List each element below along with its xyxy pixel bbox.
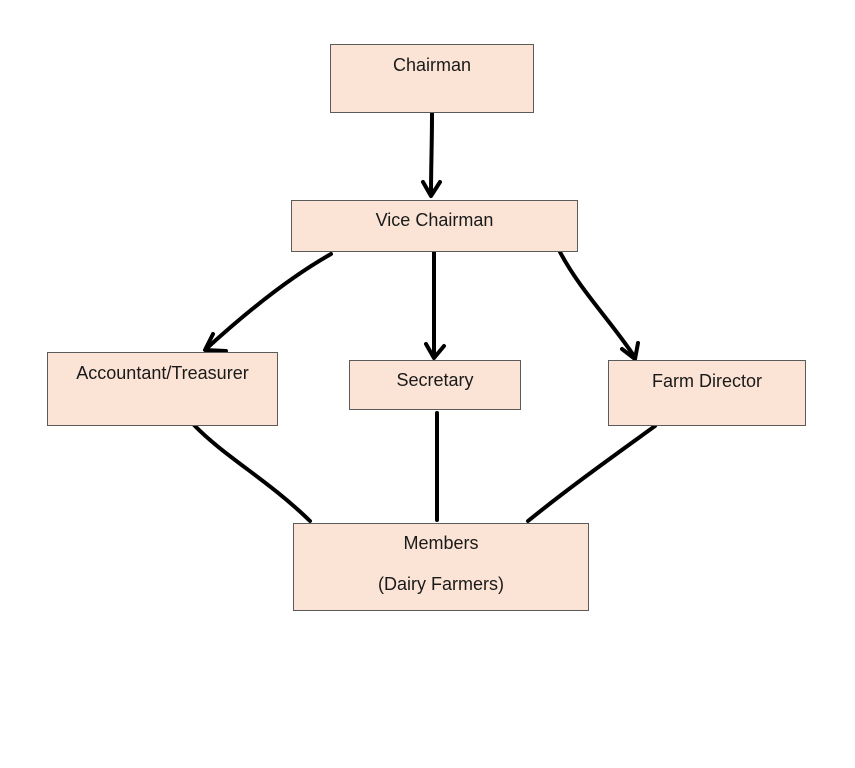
node-vice-chairman-label: Vice Chairman [375, 210, 494, 230]
arrowhead-accountant [203, 332, 228, 353]
node-members-sublabel: (Dairy Farmers) [378, 573, 504, 594]
node-accountant-treasurer: Accountant/Treasurer [47, 352, 278, 426]
node-secretary: Secretary [349, 360, 521, 410]
node-chairman: Chairman [330, 44, 534, 113]
arrowhead-secretary [424, 342, 446, 360]
edge-farm-director-to-members [526, 424, 657, 523]
node-accountant-treasurer-label: Accountant/Treasurer [76, 363, 249, 383]
arrowhead-farm-director [620, 341, 640, 361]
node-secretary-label: Secretary [396, 370, 474, 390]
node-farm-director-label: Farm Director [651, 371, 762, 391]
node-members: Members (Dairy Farmers) [293, 523, 589, 611]
node-farm-director: Farm Director [608, 360, 806, 426]
node-chairman-label: Chairman [392, 55, 472, 75]
edge-accountant-to-members [192, 423, 312, 523]
edge-vice-chairman-to-farm-director [558, 250, 636, 358]
arrowhead-vice-chairman [421, 180, 442, 198]
node-vice-chairman: Vice Chairman [291, 200, 578, 252]
edge-chairman-to-vice-chairman [429, 112, 434, 197]
node-members-label: Members [403, 533, 479, 553]
edge-vice-chairman-to-accountant [204, 252, 333, 351]
